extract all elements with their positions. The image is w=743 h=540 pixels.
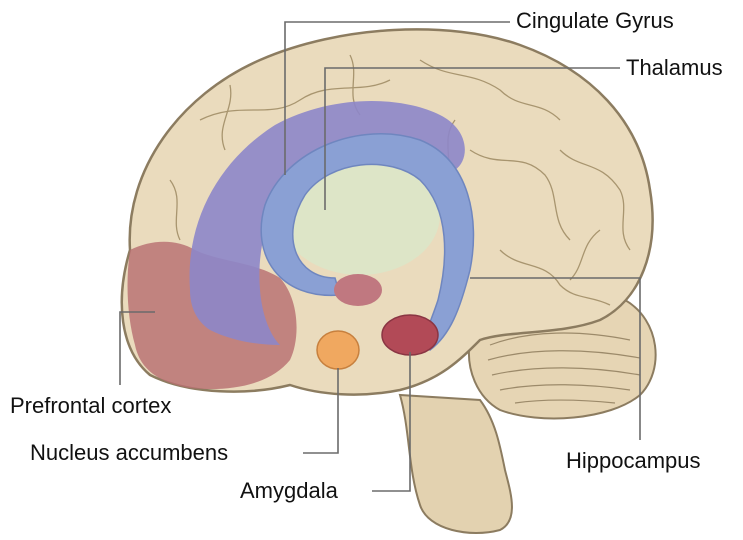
inner-structure bbox=[334, 274, 382, 306]
nucleus-accumbens-label: Nucleus accumbens bbox=[30, 442, 228, 464]
prefrontal-cortex-label: Prefrontal cortex bbox=[10, 395, 171, 417]
amygdala-label: Amygdala bbox=[240, 480, 338, 502]
cingulate-gyrus-label: Cingulate Gyrus bbox=[516, 10, 674, 32]
nucleus-accumbens-structure bbox=[317, 331, 359, 369]
hippocampus-label: Hippocampus bbox=[566, 450, 701, 472]
hippocampus-structure bbox=[382, 315, 438, 355]
thalamus-label: Thalamus bbox=[626, 57, 723, 79]
brain-stem bbox=[400, 395, 512, 533]
